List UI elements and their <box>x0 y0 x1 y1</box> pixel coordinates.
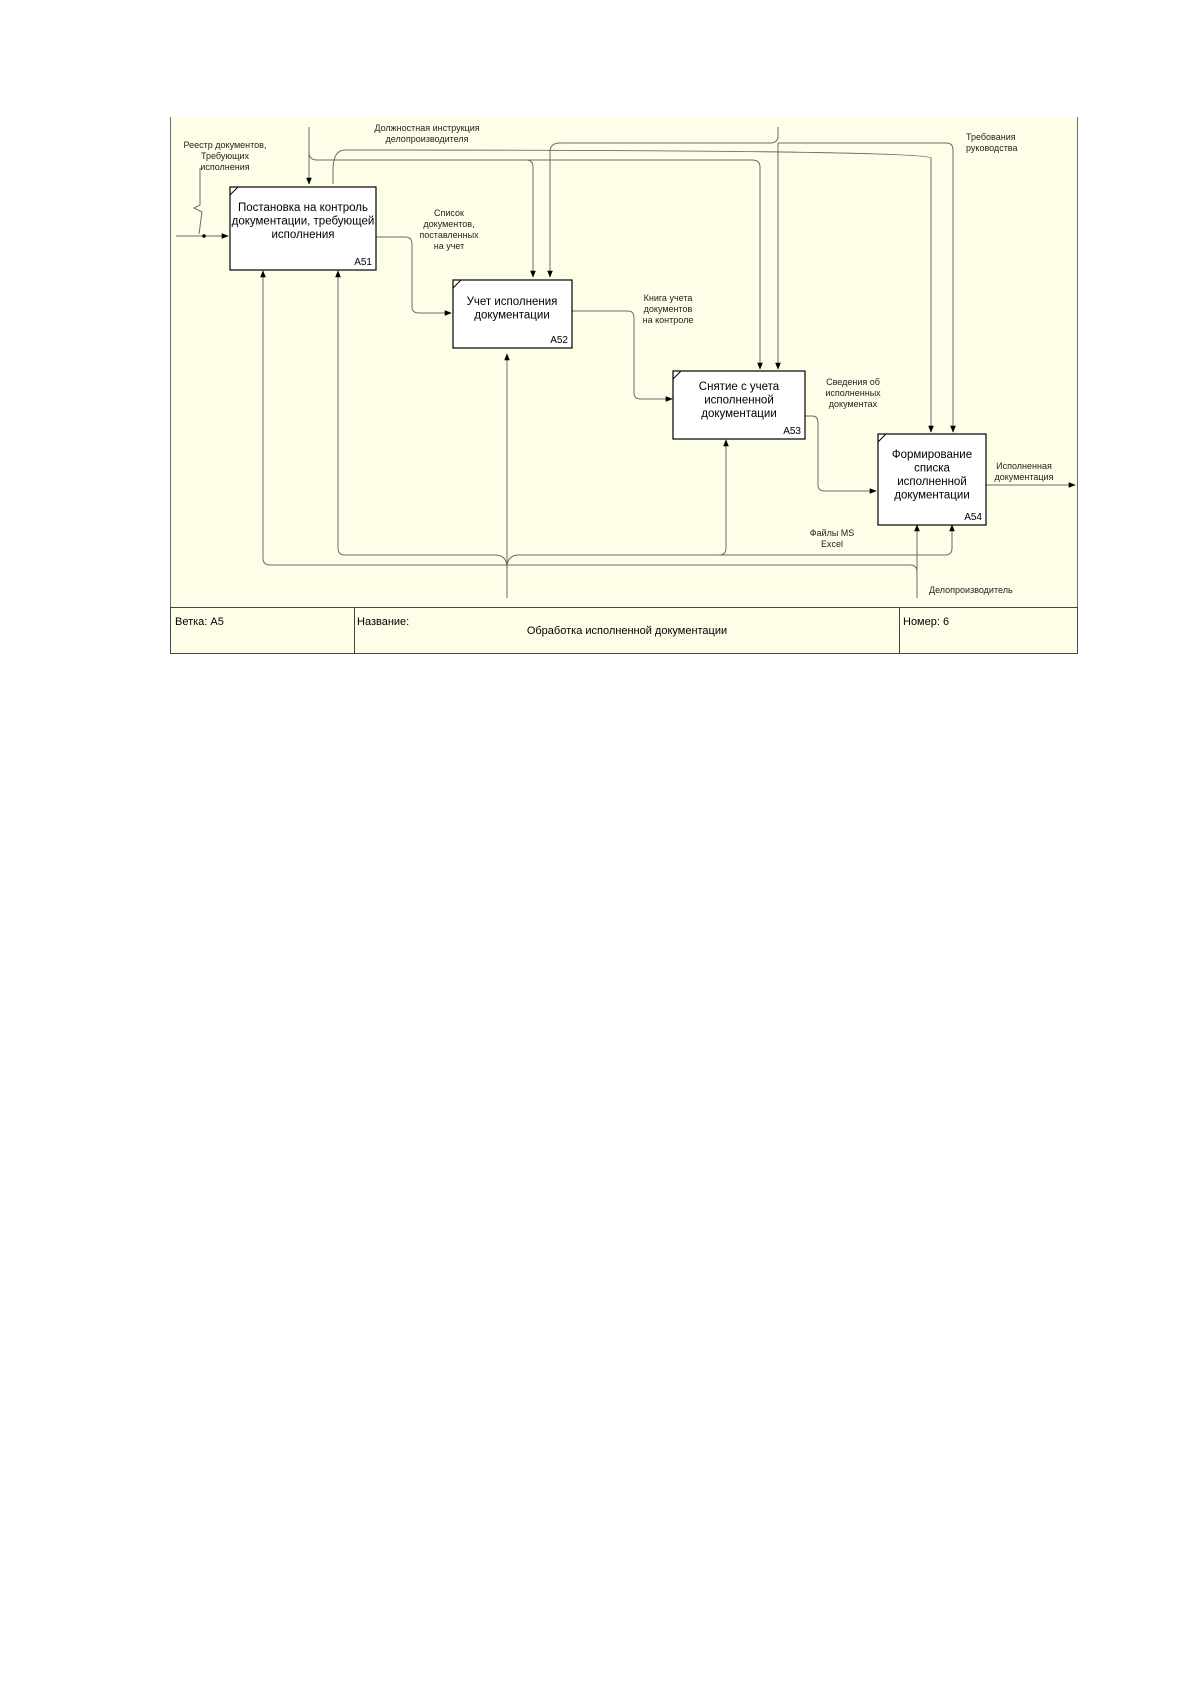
label-line: документов <box>644 304 693 314</box>
label-line: Требующих <box>201 151 250 161</box>
label-line: делопроизводителя <box>386 134 469 144</box>
label-line: поставленных <box>419 230 479 240</box>
box-title-line: документации <box>894 490 970 502</box>
box-title-line: Постановка на контроль <box>238 202 368 214</box>
box-title-line: исполненной <box>704 395 774 407</box>
label-line: Сведения об <box>826 377 880 387</box>
box-a54-id: A54 <box>964 512 982 523</box>
label-line: документов, <box>423 219 474 229</box>
label-line: на контроле <box>643 315 694 325</box>
title-frame: Ветка: А5 Название: Обработка исполненно… <box>170 607 1078 654</box>
process-box-a52[interactable]: Учет исполнения документации A52 <box>452 279 573 349</box>
label-line: исполнения <box>200 162 249 172</box>
process-box-a51[interactable]: Постановка на контроль документации, треб… <box>229 186 377 271</box>
box-title-line: Учет исполнения <box>467 296 558 308</box>
frame-name-value: Обработка исполненной документации <box>527 625 727 637</box>
box-title-line: документации <box>474 310 550 322</box>
label-line: Делопроизводитель <box>929 585 1013 595</box>
label-line: на учет <box>434 241 465 251</box>
box-title-line: Формирование <box>892 449 972 461</box>
label-line: Должностная инструкция <box>374 123 479 133</box>
frame-number: Номер: 6 <box>903 616 949 628</box>
label-line: документация <box>995 472 1054 482</box>
label-line: документах <box>829 399 878 409</box>
box-a52-title: Учет исполнения документации <box>467 296 558 322</box>
connection-lines <box>176 127 1076 598</box>
label-line: Реестр документов, <box>184 140 267 150</box>
box-title-line: Снятие с учета <box>699 381 780 393</box>
label-line: Файлы MS <box>810 528 855 538</box>
label-line: руководства <box>966 143 1018 153</box>
box-title-line: списка <box>914 463 950 475</box>
label-line: Книга учета <box>644 293 693 303</box>
label-line: Требования <box>966 132 1016 142</box>
box-title-line: документации, требующей <box>232 216 375 228</box>
label-line: исполненных <box>825 388 881 398</box>
box-title-line: исполненной <box>897 476 967 488</box>
label-line: Список <box>434 208 464 218</box>
box-title-line: документации <box>701 408 777 420</box>
frame-branch: Ветка: А5 <box>175 616 224 628</box>
box-a51-title: Постановка на контроль документации, треб… <box>232 202 375 241</box>
box-title-line: исполнения <box>271 229 334 241</box>
label-line: Исполненная <box>996 461 1052 471</box>
label-line: Excel <box>821 539 843 549</box>
box-a53-id: A53 <box>783 426 801 437</box>
box-a51-id: A51 <box>354 257 372 268</box>
label-mechanism-clerk: Делопроизводитель <box>929 585 1013 595</box>
box-a52-id: A52 <box>550 335 568 346</box>
frame-name-label: Название: <box>357 616 409 628</box>
